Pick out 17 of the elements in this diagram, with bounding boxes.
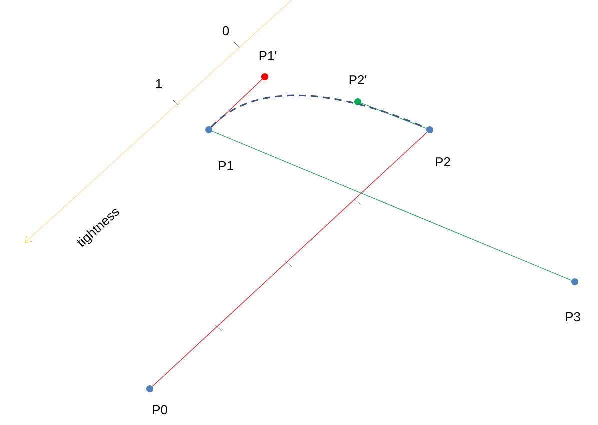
tick-label: 1: [156, 80, 162, 88]
point-dot: [354, 98, 362, 106]
point-dot: [206, 126, 212, 134]
point-dot: [572, 278, 578, 286]
line: [212, 131, 572, 281]
line: [210, 94, 427, 130]
point-label: P0: [153, 405, 168, 415]
point-label: P2': [350, 75, 367, 85]
line: [152, 132, 428, 387]
tick-label: 0: [222, 26, 230, 36]
point-label: P2: [436, 157, 450, 167]
point-label: P1': [260, 52, 277, 60]
point-dot: [146, 386, 154, 392]
point-label: P3: [566, 312, 580, 322]
point-label: P1: [219, 162, 234, 170]
point-dot: [262, 74, 268, 80]
point-dot: [426, 126, 434, 134]
